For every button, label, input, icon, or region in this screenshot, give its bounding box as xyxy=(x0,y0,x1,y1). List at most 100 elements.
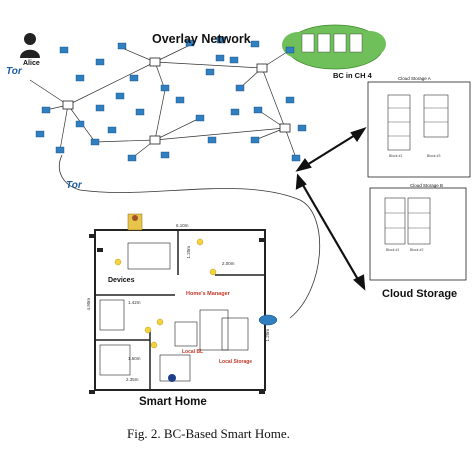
alice-label: Alice xyxy=(23,60,40,67)
lamp-icon xyxy=(144,326,152,334)
storage-block xyxy=(407,197,431,245)
figure-caption: Fig. 2. BC-Based Smart Home. xyxy=(127,426,290,441)
block-icon xyxy=(333,33,347,53)
computer-node-icon xyxy=(175,96,185,104)
computer-node-icon xyxy=(230,108,240,116)
computer-node-icon xyxy=(160,151,170,159)
server-rack xyxy=(174,321,198,347)
arrow-to-cloud-b xyxy=(299,179,361,284)
router-icon xyxy=(258,314,278,326)
storage-arrows xyxy=(295,126,367,291)
computer-node-icon xyxy=(285,96,295,104)
edge xyxy=(67,61,156,106)
furniture xyxy=(99,344,131,376)
camera-icon xyxy=(259,238,265,242)
camera-icon xyxy=(89,234,95,238)
computer-node-icon xyxy=(135,108,145,116)
dimension-label: 4.90m xyxy=(86,297,92,311)
lamp-icon xyxy=(114,258,122,266)
hub-node-icon xyxy=(149,135,161,145)
computer-node-icon xyxy=(95,104,105,112)
lamp-icons xyxy=(114,238,217,349)
hub-node-icon xyxy=(279,123,291,133)
tor-link xyxy=(58,154,321,319)
edge xyxy=(284,127,297,159)
storage-block xyxy=(384,197,406,245)
arrowhead xyxy=(295,158,312,172)
camera-icon xyxy=(97,248,103,252)
dimension-label: 2.35m xyxy=(126,377,139,382)
arrowhead xyxy=(295,173,307,190)
computer-node-icon xyxy=(216,36,226,44)
computer-node-icon xyxy=(129,74,139,82)
computer-node-icon xyxy=(75,74,85,82)
home-manager-icon xyxy=(127,213,143,231)
computer-node-icon xyxy=(215,54,225,62)
arrowhead xyxy=(353,274,366,291)
alice-icon xyxy=(20,33,40,58)
dimension-label: 1.60m xyxy=(128,356,141,361)
edge xyxy=(261,67,286,129)
computer-node-icon xyxy=(297,124,307,132)
home-manager-label: Home's Manager xyxy=(186,291,230,297)
blockchain-cloud xyxy=(282,24,386,70)
cloud-storage-b-box xyxy=(369,187,467,281)
computer-node-icon xyxy=(95,58,105,66)
cloud-storage-a-box xyxy=(367,81,471,178)
block-icon xyxy=(301,33,315,53)
lamp-icon xyxy=(156,318,164,326)
computer-node-icon xyxy=(160,84,170,92)
computer-node-icon xyxy=(127,154,137,162)
edge xyxy=(154,61,263,69)
house-outline xyxy=(94,229,266,391)
furniture xyxy=(99,299,125,331)
computer-node-icon xyxy=(90,138,100,146)
smart-home-label: Smart Home xyxy=(139,396,207,408)
computer-node-icon xyxy=(205,68,215,76)
tor-label: Tor xyxy=(6,66,22,77)
computer-node-icon xyxy=(285,46,295,54)
computer-node-icon xyxy=(59,46,69,54)
hub-node-icon xyxy=(62,100,74,110)
block-icon xyxy=(317,33,331,53)
devices-label: Devices xyxy=(108,277,135,284)
globe-icon xyxy=(168,374,176,382)
computer-node-icon xyxy=(207,136,217,144)
edge xyxy=(154,117,201,141)
computer-node-icon xyxy=(195,114,205,122)
edge xyxy=(154,89,166,141)
lamp-icon xyxy=(196,238,204,246)
camera-icon xyxy=(259,390,265,394)
computer-node-icon xyxy=(235,84,245,92)
furniture xyxy=(159,354,191,382)
table xyxy=(127,242,171,270)
camera-icon xyxy=(89,390,95,394)
storage-frame xyxy=(367,81,471,178)
dimension-label: 6.10m xyxy=(176,223,189,228)
computer-node-icon xyxy=(229,56,239,64)
cloud-storage-b-label: Cloud Storage B xyxy=(410,183,444,188)
edge xyxy=(29,79,69,106)
computer-node-icon xyxy=(55,146,65,154)
hub-node-icon xyxy=(149,57,161,67)
server-rack xyxy=(199,309,229,351)
arrow-to-cloud-a xyxy=(301,131,361,169)
storage-block xyxy=(423,94,449,138)
dimension-label: 1.20m xyxy=(265,328,271,342)
bc-label: BC in CH 4 xyxy=(333,71,372,80)
block-label: Block #1 xyxy=(386,248,400,252)
arrowhead xyxy=(350,126,367,142)
computer-node-icon xyxy=(35,130,45,138)
cloud-storage-a-label: Cloud Storage A xyxy=(398,76,431,81)
computer-node-icon xyxy=(291,154,301,162)
storage-block xyxy=(387,94,411,151)
computer-node-icon xyxy=(107,126,117,134)
computer-node-icon xyxy=(185,39,195,47)
tor-label-home: Tor xyxy=(66,180,82,191)
edge xyxy=(59,104,69,151)
dimension-label: 1.20m xyxy=(186,245,192,259)
computer-node-icon xyxy=(250,136,260,144)
block-label: Block #3 xyxy=(427,154,441,158)
lamp-icon xyxy=(209,268,217,276)
